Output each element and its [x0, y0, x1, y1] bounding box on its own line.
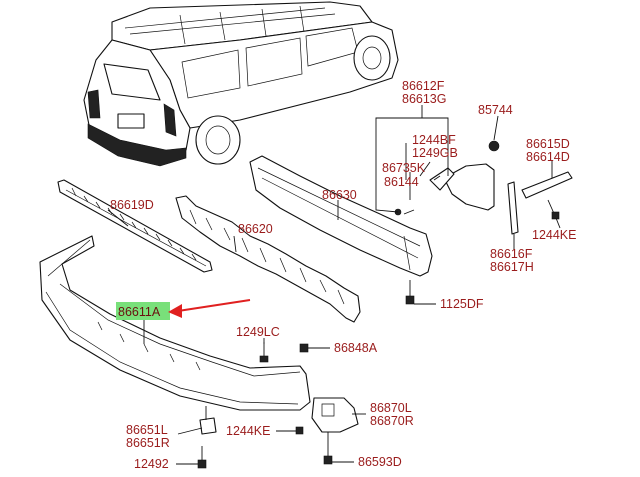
- label-1249lc[interactable]: 1249LC: [236, 325, 280, 339]
- label-1125df[interactable]: 1125DF: [440, 297, 484, 311]
- label-86735k[interactable]: 86735K: [382, 161, 426, 175]
- label-86620[interactable]: 86620: [238, 222, 273, 236]
- label-86651l[interactable]: 86651L: [126, 423, 168, 437]
- label-1244bf[interactable]: 1244BF: [412, 133, 456, 147]
- fasteners: [197, 342, 309, 469]
- label-85744[interactable]: 85744: [478, 103, 513, 117]
- label-86616f[interactable]: 86616F: [490, 247, 533, 261]
- absorber-86620: [175, 195, 361, 323]
- label-86651r[interactable]: 86651R: [126, 436, 170, 450]
- label-86615d[interactable]: 86615D: [526, 137, 570, 151]
- label-86617h[interactable]: 86617H: [490, 260, 534, 274]
- label-86612f[interactable]: 86612F: [402, 79, 445, 93]
- bumper-cover-86611a: [39, 235, 311, 435]
- pointer-arrow: [168, 299, 251, 318]
- label-86848a[interactable]: 86848A: [334, 341, 378, 355]
- step-plate-86619d: [57, 179, 213, 273]
- label-86144[interactable]: 86144: [384, 175, 419, 189]
- label-86619d[interactable]: 86619D: [110, 198, 154, 212]
- label-12492[interactable]: 12492: [134, 457, 169, 471]
- label-86611a[interactable]: 86611A: [118, 305, 161, 319]
- label-1244ke-right[interactable]: 1244KE: [532, 228, 576, 242]
- label-86613g[interactable]: 86613G: [402, 92, 446, 106]
- label-1244ke-bottom[interactable]: 1244KE: [226, 424, 270, 438]
- leader-lines: [107, 105, 561, 465]
- van-illustration: [83, 1, 399, 167]
- label-86870l[interactable]: 86870L: [370, 401, 412, 415]
- beam-86630: [249, 155, 433, 305]
- label-86614d[interactable]: 86614D: [526, 150, 570, 164]
- label-1249gb[interactable]: 1249GB: [412, 146, 458, 160]
- label-86593d[interactable]: 86593D: [358, 455, 402, 469]
- label-86630[interactable]: 86630: [322, 188, 357, 202]
- mud-guard-86870: [311, 397, 359, 465]
- part-labels: 86612F 86613G 85744 1244BF 1249GB 86735K…: [110, 79, 576, 471]
- highlight-box-86611a: [116, 302, 170, 320]
- label-86870r[interactable]: 86870R: [370, 414, 414, 428]
